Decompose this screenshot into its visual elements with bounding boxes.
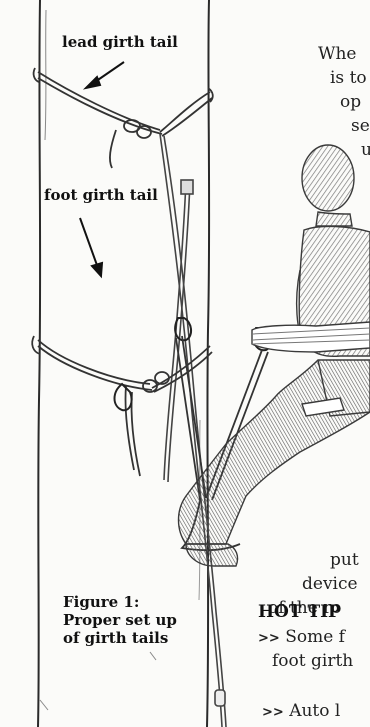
foot-girth-tail-label: foot girth tail: [44, 186, 158, 204]
lead-girth-loop: [34, 68, 213, 168]
figure-caption-line-2: Proper set up: [63, 611, 177, 629]
hot-tip-text-3: Auto l: [289, 701, 340, 721]
figure-caption-line-3: of girth tails: [63, 629, 177, 647]
bullet-marker: >>: [258, 631, 280, 646]
hot-tip-line-3: >> Auto l: [262, 700, 340, 724]
hot-tip-line-2: foot girth: [272, 650, 353, 672]
body-line-5: u: [361, 138, 370, 162]
arrow-lead: [86, 62, 124, 88]
body-line-1: Whe: [318, 42, 356, 66]
bullet-marker: >>: [262, 705, 284, 720]
lead-girth-tail-label: lead girth tail: [62, 33, 178, 51]
hot-tip-title: HOT TIP: [258, 602, 341, 622]
body-line-7: device: [302, 572, 358, 596]
figure-caption: Figure 1: Proper set up of girth tails: [63, 593, 177, 647]
body-line-4: se: [351, 114, 370, 138]
carabiners: [115, 318, 272, 410]
pencil-marks: [40, 652, 156, 710]
body-line-3: op: [340, 90, 361, 114]
arrow-foot: [80, 218, 102, 276]
hot-tip-line-1: >> Some f: [258, 626, 345, 650]
hot-tip-text-1: Some f: [285, 627, 345, 647]
body-line-2: is to: [330, 66, 367, 90]
figure-caption-line-1: Figure 1:: [63, 593, 177, 611]
body-line-6: put: [330, 548, 359, 572]
hot-tip-text-2: foot girth: [272, 651, 353, 671]
